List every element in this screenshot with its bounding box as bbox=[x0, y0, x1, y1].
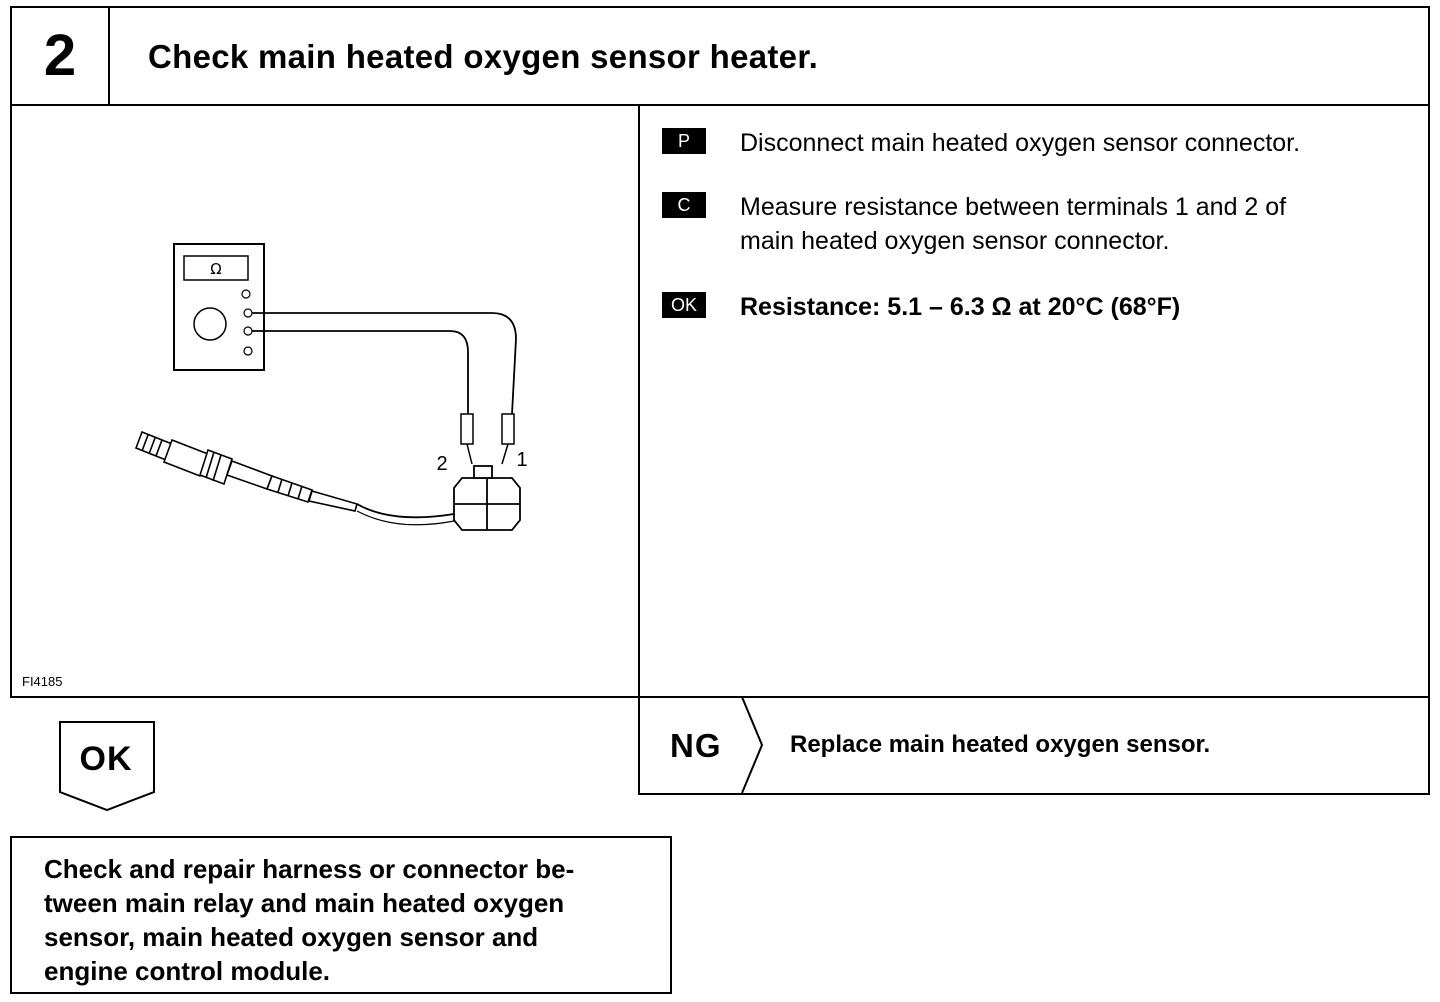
ng-label: NG bbox=[670, 727, 722, 764]
step-p-text: Disconnect main heated oxygen sensor con… bbox=[740, 129, 1301, 157]
procedure-step-ok: OK Resistance: 5.1 – 6.3 Ω at 20°C (68°F… bbox=[662, 290, 1422, 324]
step-c-text: Measure resistance between terminals 1 a… bbox=[740, 190, 1286, 258]
ng-result-box: NG Replace main heated oxygen sensor. bbox=[638, 697, 1430, 795]
ok-action-line-3: sensor, main heated oxygen sensor and bbox=[44, 922, 539, 952]
ok-label: OK bbox=[79, 740, 133, 778]
step-header: 2 Check main heated oxygen sensor heater… bbox=[10, 6, 1430, 106]
step-number-cell: 2 bbox=[12, 8, 110, 104]
meter-symbol: Ω bbox=[210, 260, 221, 278]
badge-p: P bbox=[662, 128, 706, 154]
badge-ok: OK bbox=[662, 292, 706, 318]
terminal-1-label: 1 bbox=[516, 449, 527, 471]
sensor-wire bbox=[356, 503, 455, 519]
main-panel: Ω 2 1 bbox=[10, 104, 1430, 698]
ok-action-line-2: tween main relay and main heated oxygen bbox=[44, 888, 565, 918]
ohmmeter-sensor-diagram: Ω 2 1 bbox=[22, 243, 528, 689]
test-leads bbox=[252, 312, 517, 415]
step-title: Check main heated oxygen sensor heater. bbox=[148, 38, 819, 75]
ok-action-box: Check and repair harness or connector be… bbox=[10, 836, 672, 994]
ok-action-text: Check and repair harness or connector be… bbox=[44, 852, 638, 988]
connector-icon bbox=[453, 465, 521, 531]
sensor-wire-shadow bbox=[356, 510, 455, 526]
step-c-line-1: Measure resistance between terminals 1 a… bbox=[740, 193, 1287, 221]
ng-chevron-icon bbox=[741, 697, 764, 793]
probe-icon bbox=[460, 413, 515, 465]
terminal-2-label: 2 bbox=[436, 453, 447, 475]
ok-tag-icon bbox=[59, 721, 155, 812]
ok-action-line-4: engine control module. bbox=[44, 956, 331, 986]
step-number: 2 bbox=[43, 23, 77, 88]
ng-action-text: Replace main heated oxygen sensor. bbox=[790, 731, 1211, 758]
ok-action-line-1: Check and repair harness or connector be… bbox=[44, 854, 575, 884]
panel-divider bbox=[638, 104, 640, 698]
step-c-line-2: main heated oxygen sensor connector. bbox=[740, 227, 1170, 255]
procedure-step-p: P Disconnect main heated oxygen sensor c… bbox=[662, 126, 1422, 160]
ohmmeter-icon: Ω bbox=[173, 243, 265, 371]
procedure-step-c: C Measure resistance between terminals 1… bbox=[662, 190, 1422, 258]
resistance-spec: Resistance: 5.1 – 6.3 Ω at 20°C (68°F) bbox=[740, 293, 1181, 321]
badge-c: C bbox=[662, 192, 706, 218]
figure-code: FI4185 bbox=[22, 674, 62, 689]
oxygen-sensor-icon bbox=[134, 430, 358, 512]
